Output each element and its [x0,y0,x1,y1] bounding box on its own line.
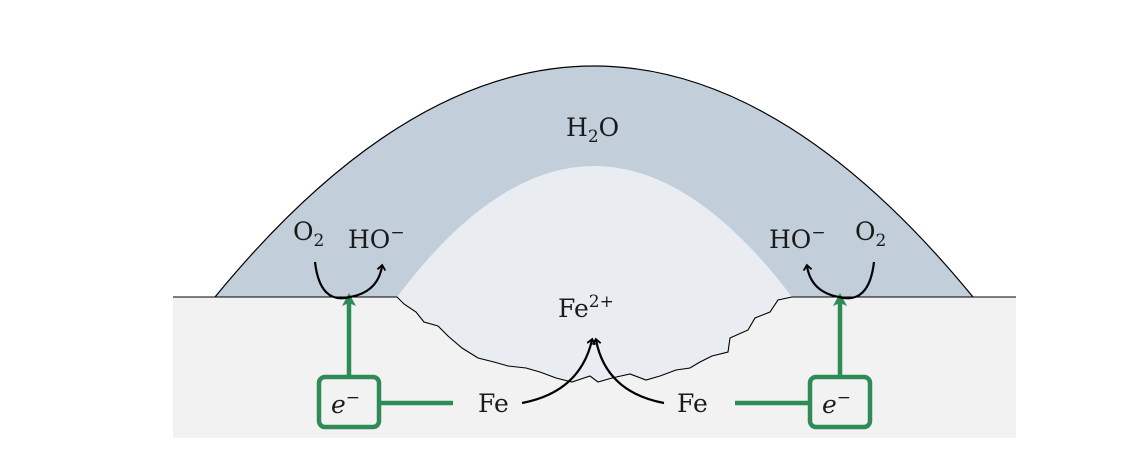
oxidation-arrow-left [521,337,596,405]
electron-box-left [316,374,382,430]
electron-label-left: e− [331,388,361,419]
electron-label-right: e− [822,388,852,419]
electron-box-right [807,374,873,430]
water-label: H2O [566,113,620,147]
hydroxide-label-left: HO− [348,223,405,254]
reduction-arrow-right [802,261,876,300]
hydroxide-label-right: HO− [769,223,826,254]
droplet-outline [214,65,974,298]
oxygen-label-right: O2 [855,217,887,251]
oxidation-arrow-right [592,337,665,405]
reduction-arrow-left [313,261,387,300]
metal-surface-line [173,296,1016,383]
anodic-pit [397,166,792,382]
iron-label-right: Fe [677,389,708,418]
iron-label-left: Fe [478,389,509,418]
iron-ion-label: Fe2+ [558,292,614,323]
oxygen-label-left: O2 [293,217,325,251]
